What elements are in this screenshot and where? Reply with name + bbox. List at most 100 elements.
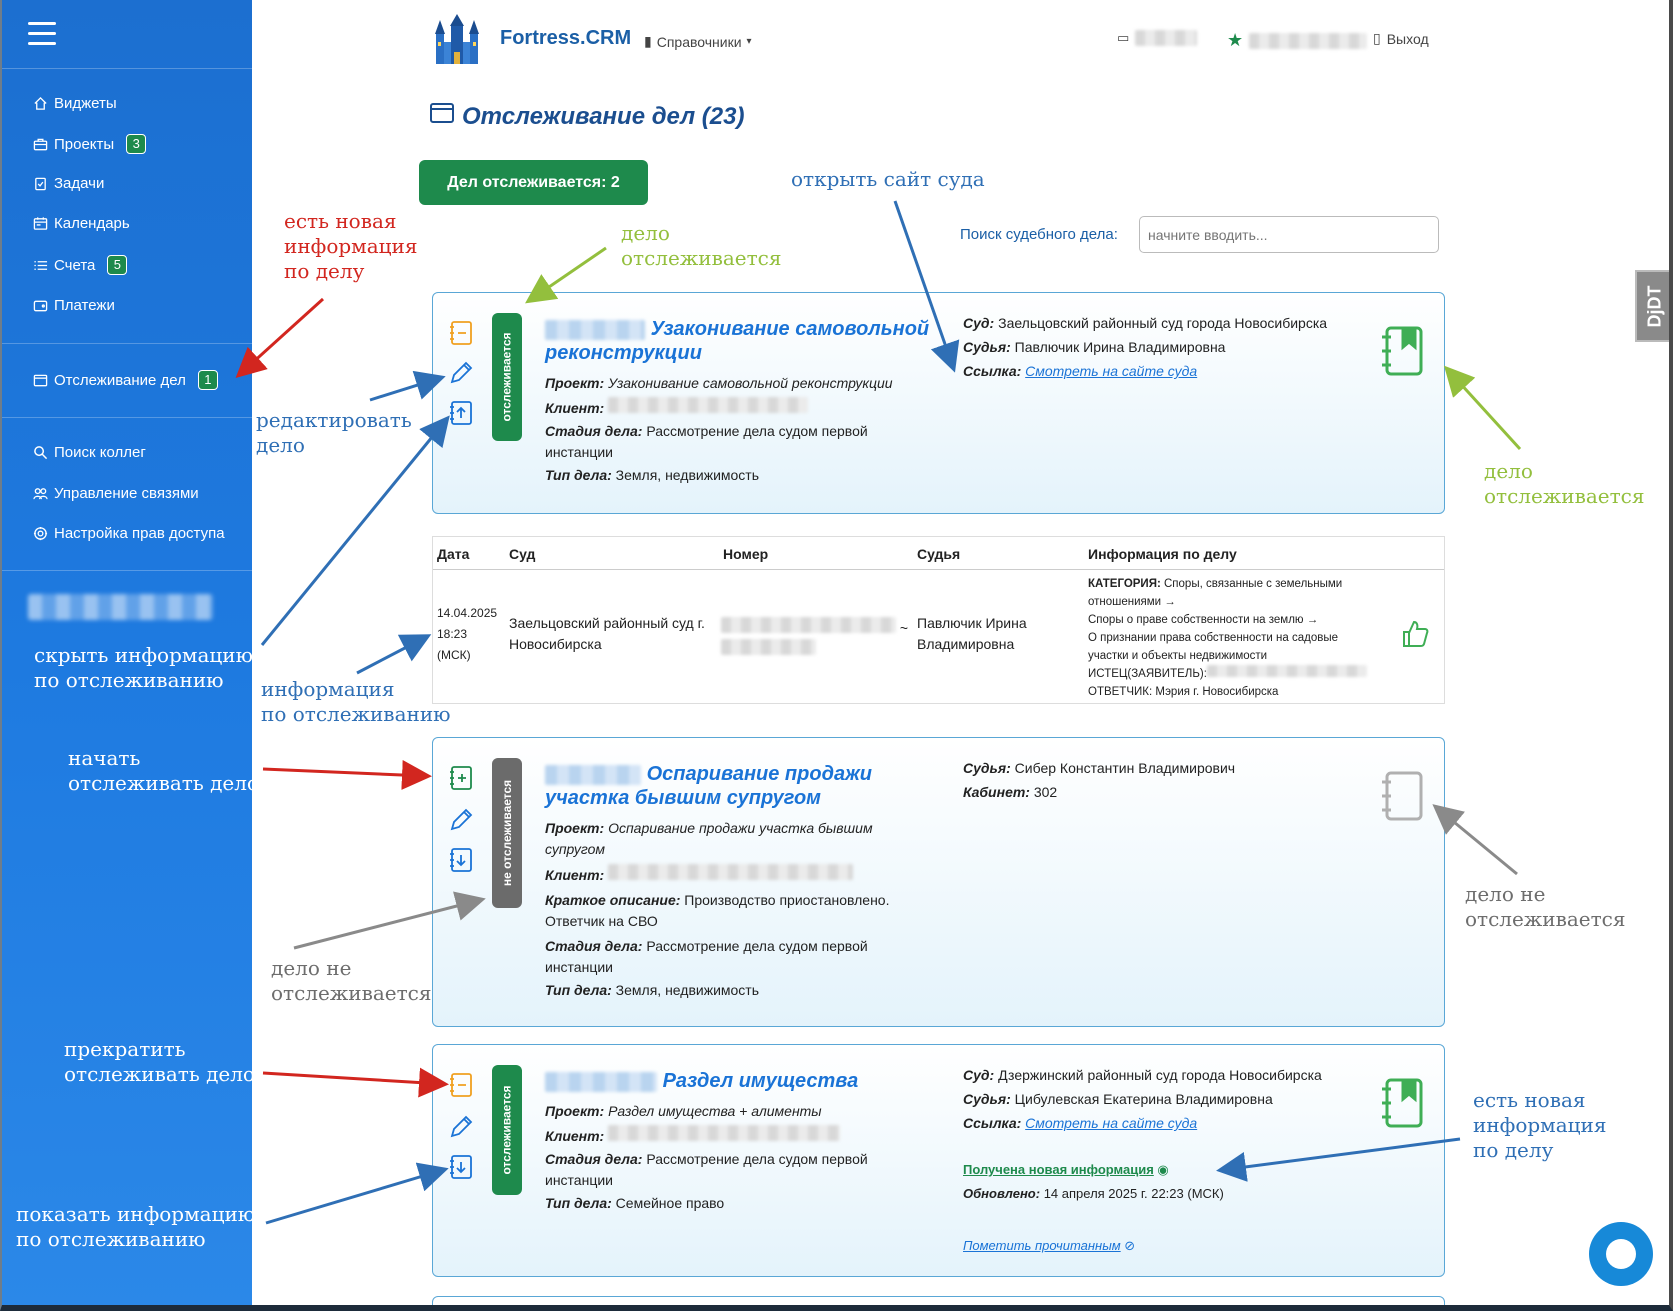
show-tracking-info-icon[interactable] (447, 846, 475, 874)
account-redacted (1135, 30, 1198, 46)
thumbs-up-icon[interactable] (1401, 619, 1429, 649)
case-tracking-count-badge: 1 (197, 370, 218, 390)
case-type: Тип дела: Семейное право (545, 1195, 725, 1211)
door-icon: ▯ (1373, 30, 1381, 46)
sidebar-divider (2, 570, 252, 571)
new-info-row: Получена новая информация ◉ (963, 1159, 1169, 1180)
case-search-input[interactable] (1139, 216, 1439, 253)
edit-case-icon[interactable] (447, 806, 475, 834)
sidebar-item-calendar[interactable]: Календарь (32, 215, 130, 232)
col-judge: Судья (917, 546, 961, 562)
stop-tracking-icon[interactable] (447, 319, 475, 347)
logout-link[interactable]: ▯ Выход (1373, 30, 1429, 47)
sidebar-item-case-tracking[interactable]: Отслеживание дел 1 (32, 370, 218, 390)
sidebar-item-projects[interactable]: Проекты 3 (32, 134, 147, 154)
case-court: Суд: Дзержинский районный суд города Нов… (963, 1067, 1322, 1083)
updated-row: Обновлено: 14 апреля 2025 г. 22:23 (МСК) (963, 1186, 1224, 1201)
tracked-count-button[interactable]: Дел отслеживается: 2 (419, 160, 648, 205)
hide-tracking-info-icon[interactable] (447, 399, 475, 427)
case-card: отслеживается Раздел имущества Проект: Р… (432, 1044, 1445, 1277)
fortress-logo[interactable] (432, 14, 482, 66)
invoices-count-badge: 5 (107, 255, 128, 275)
court-site-link[interactable]: Смотреть на сайте суда (1025, 363, 1198, 379)
window-icon (32, 372, 48, 388)
sidebar-item-colleague-search[interactable]: Поиск коллег (32, 444, 146, 461)
new-info-link[interactable]: Получена новая информация (963, 1162, 1154, 1177)
case-number-redacted (545, 319, 645, 340)
sidebar-item-connections[interactable]: Управление связями (32, 485, 199, 502)
people-icon (32, 486, 48, 502)
list-icon (32, 257, 48, 273)
eye-icon: ◉ (1157, 1162, 1169, 1177)
clipboard-check-icon (32, 176, 48, 192)
sidebar: Виджеты Проекты 3 Задачи Календарь Счета… (2, 0, 259, 1305)
tracked-bookmark-icon[interactable] (1379, 325, 1425, 377)
case-number-redacted (545, 1071, 657, 1092)
caret-down-icon: ▾ (746, 36, 752, 47)
start-tracking-icon[interactable] (447, 764, 475, 792)
case-cabinet: Кабинет: 302 (963, 784, 1058, 800)
annotation-open-court-site: открыть сайт суда (791, 167, 985, 191)
edit-case-icon[interactable] (447, 359, 475, 387)
mark-read-link[interactable]: Пометить прочитанным (963, 1238, 1121, 1253)
sidebar-item-invoices[interactable]: Счета 5 (32, 255, 128, 275)
user-redacted (1249, 32, 1368, 49)
home-icon (32, 96, 48, 112)
untracked-bookmark-icon[interactable] (1379, 770, 1425, 822)
sidebar-item-widgets[interactable]: Виджеты (32, 95, 117, 112)
book-icon: ▮ (644, 33, 652, 49)
eye-slash-icon: ⊘ (1124, 1238, 1136, 1253)
case-description: Краткое описание: Производство приостано… (545, 892, 890, 929)
show-tracking-info-icon[interactable] (447, 1153, 475, 1181)
mark-read-row: Пометить прочитанным ⊘ (963, 1235, 1135, 1256)
row-number-redacted: ~ (721, 617, 908, 661)
case-link-row: Ссылка: Смотреть на сайте суда (963, 363, 1198, 379)
sidebar-item-access-rights[interactable]: Настройка прав доступа (32, 525, 225, 542)
folder-icon: ▭ (1117, 30, 1130, 45)
stop-tracking-icon[interactable] (447, 1071, 475, 1099)
sidebar-divider (2, 343, 252, 344)
chat-widget-button[interactable] (1589, 1222, 1653, 1286)
debug-toolbar-handle[interactable]: DjDT (1635, 270, 1669, 342)
sidebar-item-payments[interactable]: Платежи (32, 297, 115, 314)
case-project: Проект: Узаконивание самовольной реконст… (545, 375, 893, 391)
header-account-info[interactable]: ▭ (1117, 30, 1198, 46)
projects-count-badge: 3 (126, 134, 147, 154)
case-type: Тип дела: Земля, недвижимость (545, 982, 760, 998)
chat-bubble-icon (1606, 1239, 1636, 1269)
tracking-info-table: Дата Суд Номер Судья Информация по делу … (432, 536, 1445, 704)
sidebar-item-tasks[interactable]: Задачи (32, 175, 104, 192)
case-title-link[interactable]: Раздел имущества (545, 1069, 858, 1093)
window-icon (430, 102, 454, 131)
case-search-label: Поиск судебного дела: (960, 226, 1118, 243)
case-court: Суд: Заельцовский районный суд города Но… (963, 315, 1328, 331)
tracked-bookmark-icon[interactable] (1379, 1077, 1425, 1129)
edit-case-icon[interactable] (447, 1113, 475, 1141)
case-judge: Судья: Цибулевская Екатерина Владимировн… (963, 1091, 1273, 1107)
briefcase-icon (32, 136, 48, 152)
reference-menu[interactable]: ▮ Справочники ▾ (644, 33, 752, 50)
hamburger-menu-icon[interactable] (28, 22, 56, 45)
case-client: Клиент: (545, 1125, 841, 1147)
page-title: Отслеживание дел (23) (430, 102, 744, 131)
col-number: Номер (723, 546, 769, 562)
case-type: Тип дела: Земля, недвижимость (545, 467, 760, 483)
case-project: Проект: Оспаривание продажи участка бывш… (545, 820, 873, 857)
court-site-link[interactable]: Смотреть на сайте суда (1025, 1115, 1198, 1131)
brand-name[interactable]: Fortress.CRM (500, 27, 632, 49)
header-user-info[interactable]: ★ (1227, 30, 1368, 51)
case-stage: Стадия дела: Рассмотрение дела судом пер… (545, 1151, 868, 1188)
